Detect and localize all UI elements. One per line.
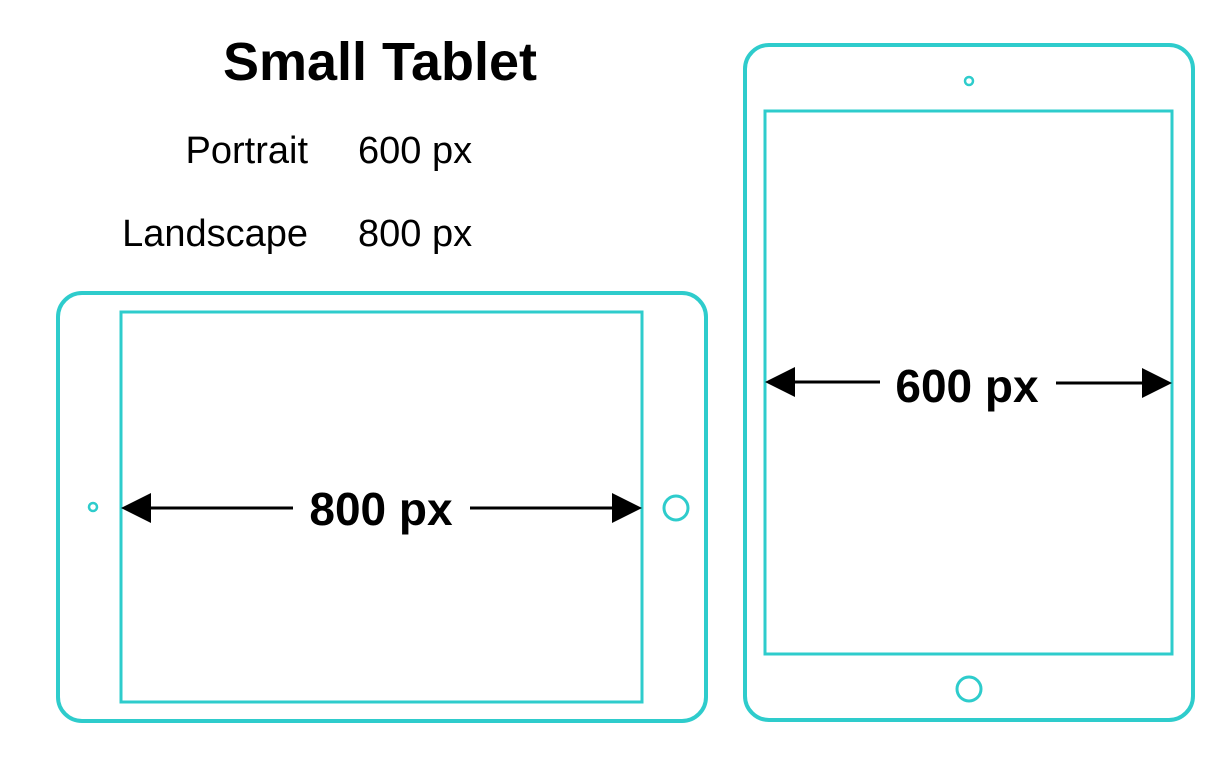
spec-label-portrait: Portrait [185,130,308,172]
portrait-tablet-body [743,43,1195,722]
diagram-title: Small Tablet [222,32,538,92]
spec-label-landscape: Landscape [122,213,308,255]
landscape-home-button-icon [662,494,690,522]
portrait-tablet: 600 px [743,43,1195,722]
portrait-camera-icon [963,75,975,87]
portrait-home-button-icon [955,675,983,703]
spec-value-landscape: 800 px [358,213,473,255]
portrait-width-label: 600 px [895,360,1039,412]
landscape-tablet: 800 px [56,291,708,723]
landscape-width-label: 800 px [309,483,453,535]
landscape-camera-icon [87,501,99,513]
spec-value-portrait: 600 px [358,130,473,172]
landscape-tablet-body [56,291,708,723]
